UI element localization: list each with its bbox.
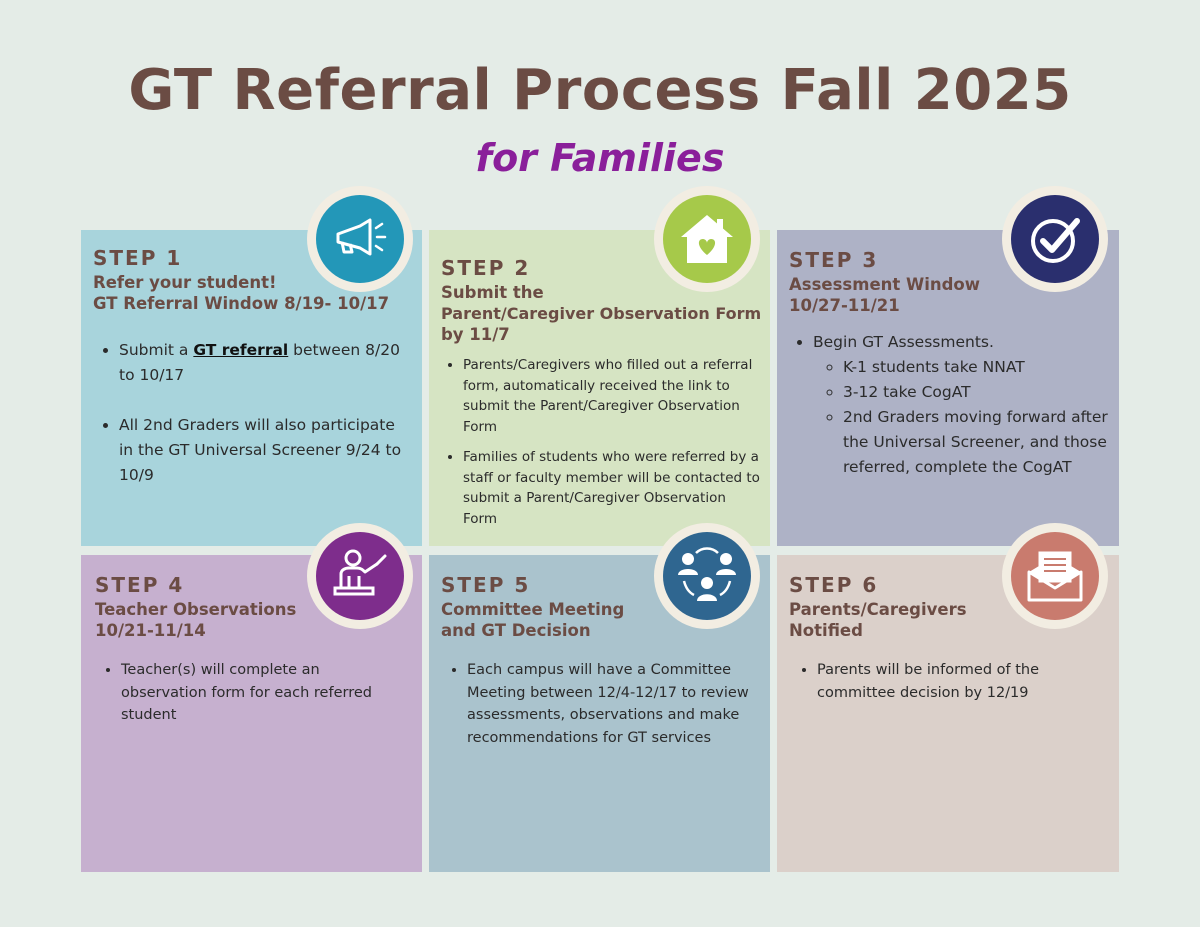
step-3-badge (1002, 186, 1108, 292)
group-icon (663, 532, 751, 620)
page-title: GT Referral Process Fall 2025 (128, 58, 1072, 123)
page-subtitle: for Families (475, 136, 725, 180)
step-4-list: Teacher(s) will complete an observation … (93, 659, 391, 727)
step-3-heading-line2: 10/27-11/21 (789, 296, 900, 315)
step-6-heading-line1: Parents/Caregivers (789, 600, 967, 619)
step-4-label: STEP 4 (95, 573, 185, 597)
step-3-label: STEP 3 (789, 248, 879, 272)
step-2-label: STEP 2 (441, 256, 531, 280)
step-6-badge (1002, 523, 1108, 629)
step-3-list: Begin GT Assessments. K-1 students take … (789, 330, 1113, 480)
step-5-label: STEP 5 (441, 573, 531, 597)
step-4-heading-line2: 10/21-11/14 (95, 621, 206, 640)
step-3-sub-3: 2nd Graders moving forward after the Uni… (843, 405, 1113, 480)
step-5-badge (654, 523, 760, 629)
megaphone-icon (316, 195, 404, 283)
step-2-list: Parents/Caregivers who filled out a refe… (441, 355, 763, 529)
step-3-bullet-1: Begin GT Assessments. K-1 students take … (813, 330, 1113, 480)
step-1-bullet-2: All 2nd Graders will also participate in… (119, 413, 409, 488)
step-3-sublist: K-1 students take NNAT 3-12 take CogAT 2… (813, 355, 1113, 480)
step-2-bullet-2: Families of students who were referred b… (463, 447, 763, 529)
step-4-bullet-1: Teacher(s) will complete an observation … (121, 659, 391, 727)
step-5-bullet-1: Each campus will have a Committee Meetin… (467, 659, 757, 749)
step-3-sub-2: 3-12 take CogAT (843, 380, 1113, 405)
step-4-badge (307, 523, 413, 629)
step-5-list: Each campus will have a Committee Meetin… (441, 659, 757, 749)
step-5-heading-line2: and GT Decision (441, 621, 591, 640)
step-2-heading-line2: Parent/Caregiver Observation Form (441, 304, 762, 323)
house-heart-icon (663, 195, 751, 283)
step-6-bullet-1: Parents will be informed of the committe… (817, 659, 1097, 704)
step-1-badge (307, 186, 413, 292)
envelope-letter-icon (1011, 532, 1099, 620)
step-1-heading-line2: GT Referral Window 8/19- 10/17 (93, 294, 390, 313)
step-6-card: STEP 6 Parents/Caregivers Notified Paren… (777, 555, 1119, 872)
teacher-icon (316, 532, 404, 620)
step-5-heading-line1: Committee Meeting (441, 600, 625, 619)
step-6-list: Parents will be informed of the committe… (789, 659, 1097, 704)
check-circle-icon (1011, 195, 1099, 283)
step-2-heading-line1: Submit the (441, 283, 544, 302)
step-3-heading-line1: Assessment Window (789, 275, 980, 294)
gt-referral-link[interactable]: GT referral (193, 341, 289, 359)
step-1-bullet-1: Submit a GT referral between 8/20 to 10/… (119, 338, 409, 388)
step-2-badge (654, 186, 760, 292)
step-1-list: Submit a GT referral between 8/20 to 10/… (93, 338, 409, 488)
step-4-heading-line1: Teacher Observations (95, 600, 297, 619)
step-1-heading-line1: Refer your student! (93, 273, 277, 292)
step-6-label: STEP 6 (789, 573, 879, 597)
step-6-heading-line2: Notified (789, 621, 863, 640)
step-3-sub-1: K-1 students take NNAT (843, 355, 1113, 380)
step-2-bullet-1: Parents/Caregivers who filled out a refe… (463, 355, 763, 437)
step-1-label: STEP 1 (93, 246, 183, 270)
step-2-heading-line3: by 11/7 (441, 325, 510, 344)
